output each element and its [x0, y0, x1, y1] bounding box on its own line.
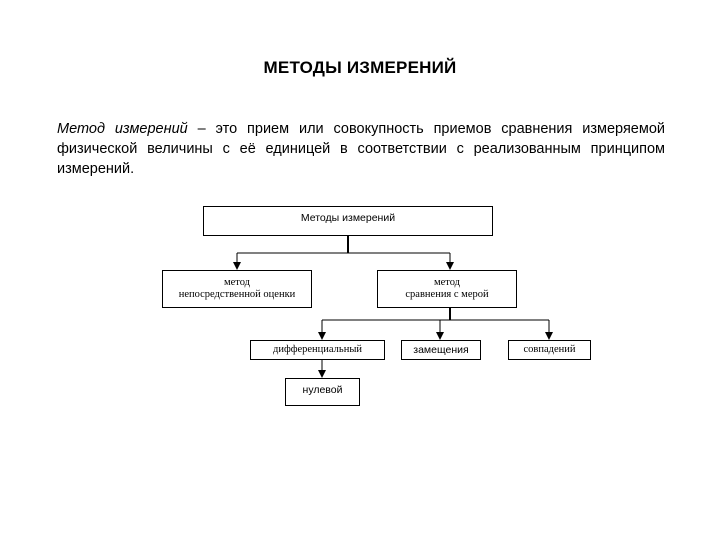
- node-substitution: замещения: [401, 340, 481, 360]
- definition-text: – это прием или совокупность приемов сра…: [57, 121, 665, 177]
- node-methods-root-label: Методы измерений: [300, 212, 396, 224]
- node-comparison-line1: метод: [433, 277, 461, 288]
- node-direct-assessment: метод непосредственной оценки: [162, 270, 312, 308]
- definition-paragraph: Метод измерений – это прием или совокупн…: [57, 119, 665, 179]
- node-zero: нулевой: [285, 378, 360, 406]
- node-methods-root: Методы измерений: [203, 206, 493, 236]
- node-direct-assessment-line2: непосредственной оценки: [178, 289, 296, 300]
- node-substitution-label: замещения: [413, 344, 469, 356]
- node-coincidence: совпадений: [508, 340, 591, 360]
- node-direct-assessment-line1: метод: [223, 277, 251, 288]
- page-title: МЕТОДЫ ИЗМЕРЕНИЙ: [263, 58, 457, 77]
- definition-term: Метод измерений: [57, 121, 188, 137]
- node-differential: дифференциальный: [250, 340, 385, 360]
- node-zero-label: нулевой: [302, 384, 343, 396]
- node-comparison-line2: сравнения с мерой: [405, 289, 489, 300]
- node-comparison-with-measure: метод сравнения с мерой: [377, 270, 517, 308]
- node-coincidence-label: совпадений: [523, 344, 576, 355]
- node-differential-label: дифференциальный: [272, 344, 362, 355]
